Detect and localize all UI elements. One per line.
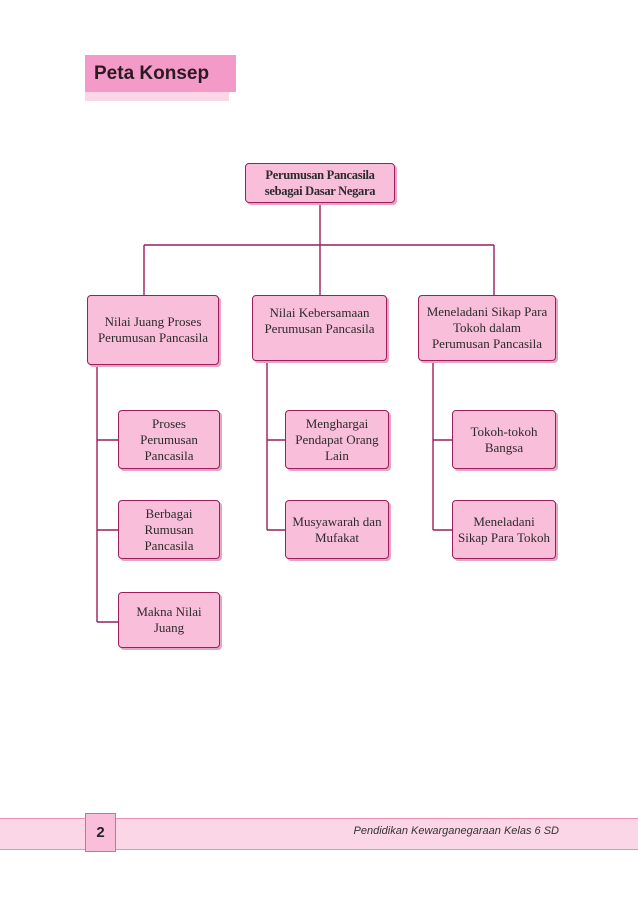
title-underline <box>85 92 229 101</box>
branch-2-child-2-node: Musyawarah dan Mufakat <box>285 500 389 559</box>
root-node: Perumusan Pancasila sebagai Dasar Negara <box>245 163 395 203</box>
footer-book-title: Pendidikan Kewarganegaraan Kelas 6 SD <box>353 825 559 837</box>
branch-2-node: Nilai Kebersamaan Perumusan Pancasila <box>252 295 387 361</box>
page-number: 2 <box>85 813 116 852</box>
section-title: Peta Konsep <box>94 62 210 84</box>
section-title-bar: Peta Konsep <box>85 55 236 92</box>
branch-3-node: Meneladani Sikap Para Tokoh dalam Perumu… <box>418 295 556 361</box>
branch-2-child-1-node: Menghargai Pendapat Orang Lain <box>285 410 389 469</box>
branch-1-child-3-node: Makna Nilai Juang <box>118 592 220 648</box>
branch-1-child-2-node: Berbagai Rumusan Pancasila <box>118 500 220 559</box>
branch-3-child-1-node: Tokoh-tokoh Bangsa <box>452 410 556 469</box>
branch-1-child-1-node: Proses Perumusan Pancasila <box>118 410 220 469</box>
branch-3-child-2-node: Meneladani Sikap Para Tokoh <box>452 500 556 559</box>
branch-1-node: Nilai Juang Proses Perumusan Pancasila <box>87 295 219 365</box>
